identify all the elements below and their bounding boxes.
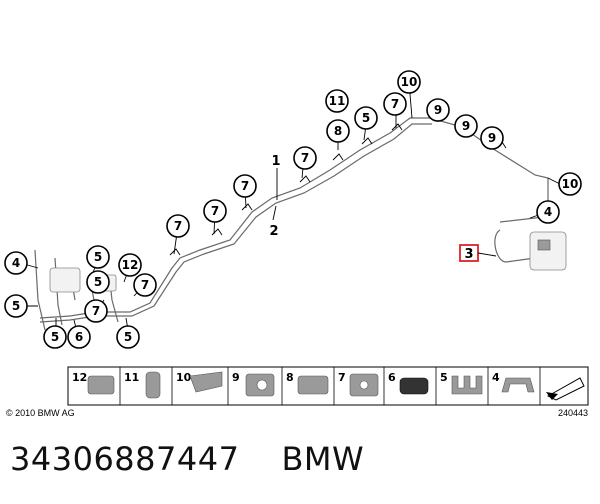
callout-c18[interactable]: 7 bbox=[383, 92, 407, 116]
legend-item-11[interactable]: 11 bbox=[124, 371, 161, 399]
legend-item-8[interactable]: 8 bbox=[286, 371, 329, 395]
svg-text:7: 7 bbox=[338, 371, 346, 384]
svg-text:7: 7 bbox=[301, 151, 309, 165]
callout-c12[interactable]: 7 bbox=[203, 199, 227, 223]
svg-text:7: 7 bbox=[141, 278, 149, 292]
svg-text:9: 9 bbox=[462, 119, 470, 133]
abs-unit bbox=[529, 231, 567, 271]
svg-text:11: 11 bbox=[124, 371, 139, 384]
legend-item-12[interactable]: 12 bbox=[72, 371, 115, 395]
svg-text:7: 7 bbox=[92, 304, 100, 318]
svg-text:10: 10 bbox=[401, 75, 418, 89]
part-3-label: 3 bbox=[464, 247, 473, 262]
callout-c4[interactable]: 6 bbox=[67, 325, 91, 349]
svg-text:12: 12 bbox=[72, 371, 87, 384]
callout-c10[interactable]: 5 bbox=[116, 325, 140, 349]
svg-text:8: 8 bbox=[334, 124, 342, 138]
copyright-text: © 2010 BMW AG bbox=[6, 408, 75, 418]
callout-c16[interactable]: 11 bbox=[325, 89, 349, 113]
svg-text:5: 5 bbox=[94, 275, 102, 289]
callout-c6[interactable]: 7 bbox=[84, 299, 108, 323]
svg-text:10: 10 bbox=[176, 371, 192, 384]
svg-text:12: 12 bbox=[122, 258, 139, 272]
leader-lines bbox=[23, 81, 561, 337]
callout-c20[interactable]: 9 bbox=[426, 98, 450, 122]
legend-item-9[interactable]: 9 bbox=[232, 371, 275, 397]
svg-text:9: 9 bbox=[488, 131, 496, 145]
callout-c9[interactable]: 7 bbox=[133, 273, 157, 297]
callout-c1[interactable]: 4 bbox=[4, 251, 28, 275]
svg-text:5: 5 bbox=[124, 330, 132, 344]
legend-item-7[interactable]: 7 bbox=[338, 371, 379, 397]
svg-text:7: 7 bbox=[211, 204, 219, 218]
svg-text:7: 7 bbox=[391, 97, 399, 111]
callout-c14[interactable]: 7 bbox=[293, 146, 317, 170]
legend-item-10[interactable]: 10 bbox=[176, 371, 223, 393]
callout-c17[interactable]: 5 bbox=[354, 106, 378, 130]
pipe-2-label: 2 bbox=[269, 224, 278, 239]
brake-line-diagram: 3 1 2 4 5 5 6 5 7 5 12 7 5 7 7 7 7 8 11 … bbox=[4, 70, 589, 418]
svg-text:9: 9 bbox=[232, 371, 240, 384]
caption-bar: 34306887447 BMW bbox=[10, 440, 364, 478]
svg-text:5: 5 bbox=[51, 330, 59, 344]
svg-text:7: 7 bbox=[241, 179, 249, 193]
callout-c19[interactable]: 10 bbox=[397, 70, 421, 94]
callout-c15[interactable]: 8 bbox=[326, 119, 350, 143]
svg-text:11: 11 bbox=[329, 94, 346, 108]
callout-c11[interactable]: 7 bbox=[166, 214, 190, 238]
svg-text:4: 4 bbox=[544, 205, 552, 219]
svg-text:9: 9 bbox=[434, 103, 442, 117]
callout-c7[interactable]: 5 bbox=[86, 270, 110, 294]
diagram-id: 240443 bbox=[558, 408, 588, 418]
svg-text:4: 4 bbox=[492, 371, 500, 384]
callout-c13[interactable]: 7 bbox=[233, 174, 257, 198]
parts-legend: 12 11 10 9 8 7 6 5 bbox=[67, 366, 589, 406]
callout-c2[interactable]: 5 bbox=[4, 294, 28, 318]
highlighted-part-3[interactable]: 3 bbox=[459, 244, 497, 262]
svg-text:5: 5 bbox=[362, 111, 370, 125]
svg-text:10: 10 bbox=[562, 177, 579, 191]
callout-c23[interactable]: 10 bbox=[558, 172, 582, 196]
rear-hose-assembly bbox=[494, 215, 567, 271]
legend-item-5[interactable]: 5 bbox=[440, 371, 483, 395]
brake-pipes bbox=[39, 117, 549, 323]
pipe-1-label: 1 bbox=[271, 154, 280, 169]
callout-c24[interactable]: 4 bbox=[536, 200, 560, 224]
legend-item-4[interactable]: 4 bbox=[492, 371, 535, 393]
svg-text:7: 7 bbox=[174, 219, 182, 233]
svg-text:5: 5 bbox=[12, 299, 20, 313]
valve-block bbox=[49, 267, 81, 293]
legend-arrow-icon bbox=[546, 377, 585, 401]
svg-text:4: 4 bbox=[12, 256, 20, 270]
abs-port bbox=[537, 239, 551, 251]
callout-c5[interactable]: 5 bbox=[86, 245, 110, 269]
legend-item-6[interactable]: 6 bbox=[388, 371, 429, 395]
callout-c3[interactable]: 5 bbox=[43, 325, 67, 349]
callout-c21[interactable]: 9 bbox=[454, 114, 478, 138]
part-number: 34306887447 bbox=[10, 440, 240, 478]
svg-text:6: 6 bbox=[75, 330, 83, 344]
callout-c22[interactable]: 9 bbox=[480, 126, 504, 150]
svg-text:6: 6 bbox=[388, 371, 396, 384]
brand-name: BMW bbox=[281, 440, 365, 478]
callout-c8[interactable]: 12 bbox=[118, 253, 142, 277]
svg-text:8: 8 bbox=[286, 371, 294, 384]
svg-text:5: 5 bbox=[94, 250, 102, 264]
svg-text:5: 5 bbox=[440, 371, 448, 384]
